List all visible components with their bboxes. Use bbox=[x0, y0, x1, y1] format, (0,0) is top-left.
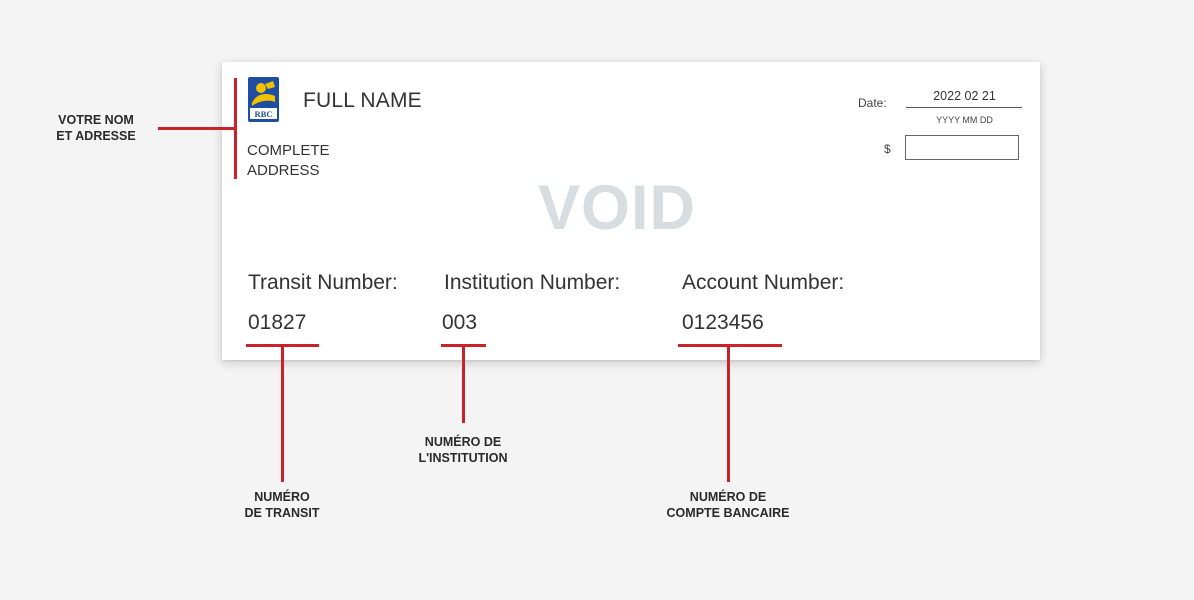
institution-connector bbox=[462, 347, 465, 423]
account-holder-address: COMPLETE ADDRESS bbox=[247, 141, 330, 181]
transit-number-label: Transit Number: bbox=[248, 271, 398, 294]
address-line-1: COMPLETE bbox=[247, 142, 330, 159]
account-holder-name: FULL NAME bbox=[303, 89, 422, 112]
annotation-institution-line-1: NUMÉRO DE bbox=[424, 435, 502, 449]
transit-underline bbox=[246, 344, 319, 347]
date-format-hint: YYYY MM DD bbox=[936, 115, 993, 125]
date-value: 2022 02 21 bbox=[933, 89, 996, 103]
annotation-name-address: VOTRE NOM ET ADRESSE bbox=[38, 112, 154, 144]
annotation-account-line-1: NUMÉRO DE bbox=[689, 490, 767, 504]
annotation-institution-line-2: L'INSTITUTION bbox=[418, 451, 508, 465]
annotation-name-address-line-1: VOTRE NOM bbox=[58, 113, 134, 127]
annotation-transit-line-2: DE TRANSIT bbox=[244, 506, 320, 520]
annotation-transit-line-1: NUMÉRO bbox=[254, 490, 310, 504]
account-number-label: Account Number: bbox=[682, 271, 845, 294]
logo-text: RBC bbox=[255, 109, 273, 119]
institution-number-label: Institution Number: bbox=[444, 271, 621, 294]
void-watermark: VOID bbox=[538, 173, 697, 243]
annotation-name-address-line-2: ET ADRESSE bbox=[56, 129, 136, 143]
name-address-connector bbox=[158, 127, 234, 130]
transit-connector bbox=[281, 347, 284, 482]
account-connector bbox=[727, 347, 730, 482]
dollar-sign: $ bbox=[884, 142, 891, 156]
date-label: Date: bbox=[858, 96, 887, 110]
annotation-institution: NUMÉRO DE L'INSTITUTION bbox=[398, 434, 528, 466]
address-line-2: ADDRESS bbox=[247, 162, 320, 179]
rbc-logo: RBC bbox=[248, 77, 279, 122]
transit-number-value: 01827 bbox=[248, 311, 307, 334]
amount-box bbox=[905, 135, 1019, 160]
account-number-value: 0123456 bbox=[682, 311, 764, 334]
name-address-bracket bbox=[234, 78, 237, 179]
annotation-account: NUMÉRO DE COMPTE BANCAIRE bbox=[648, 489, 808, 521]
annotation-account-line-2: COMPTE BANCAIRE bbox=[666, 506, 790, 520]
date-underline bbox=[906, 107, 1022, 108]
institution-number-value: 003 bbox=[442, 311, 478, 334]
institution-underline bbox=[441, 344, 486, 347]
void-cheque: RBC FULL NAME COMPLETE ADDRESS Date: 202… bbox=[222, 62, 1040, 360]
annotation-transit: NUMÉRO DE TRANSIT bbox=[222, 489, 342, 521]
account-underline bbox=[678, 344, 782, 347]
